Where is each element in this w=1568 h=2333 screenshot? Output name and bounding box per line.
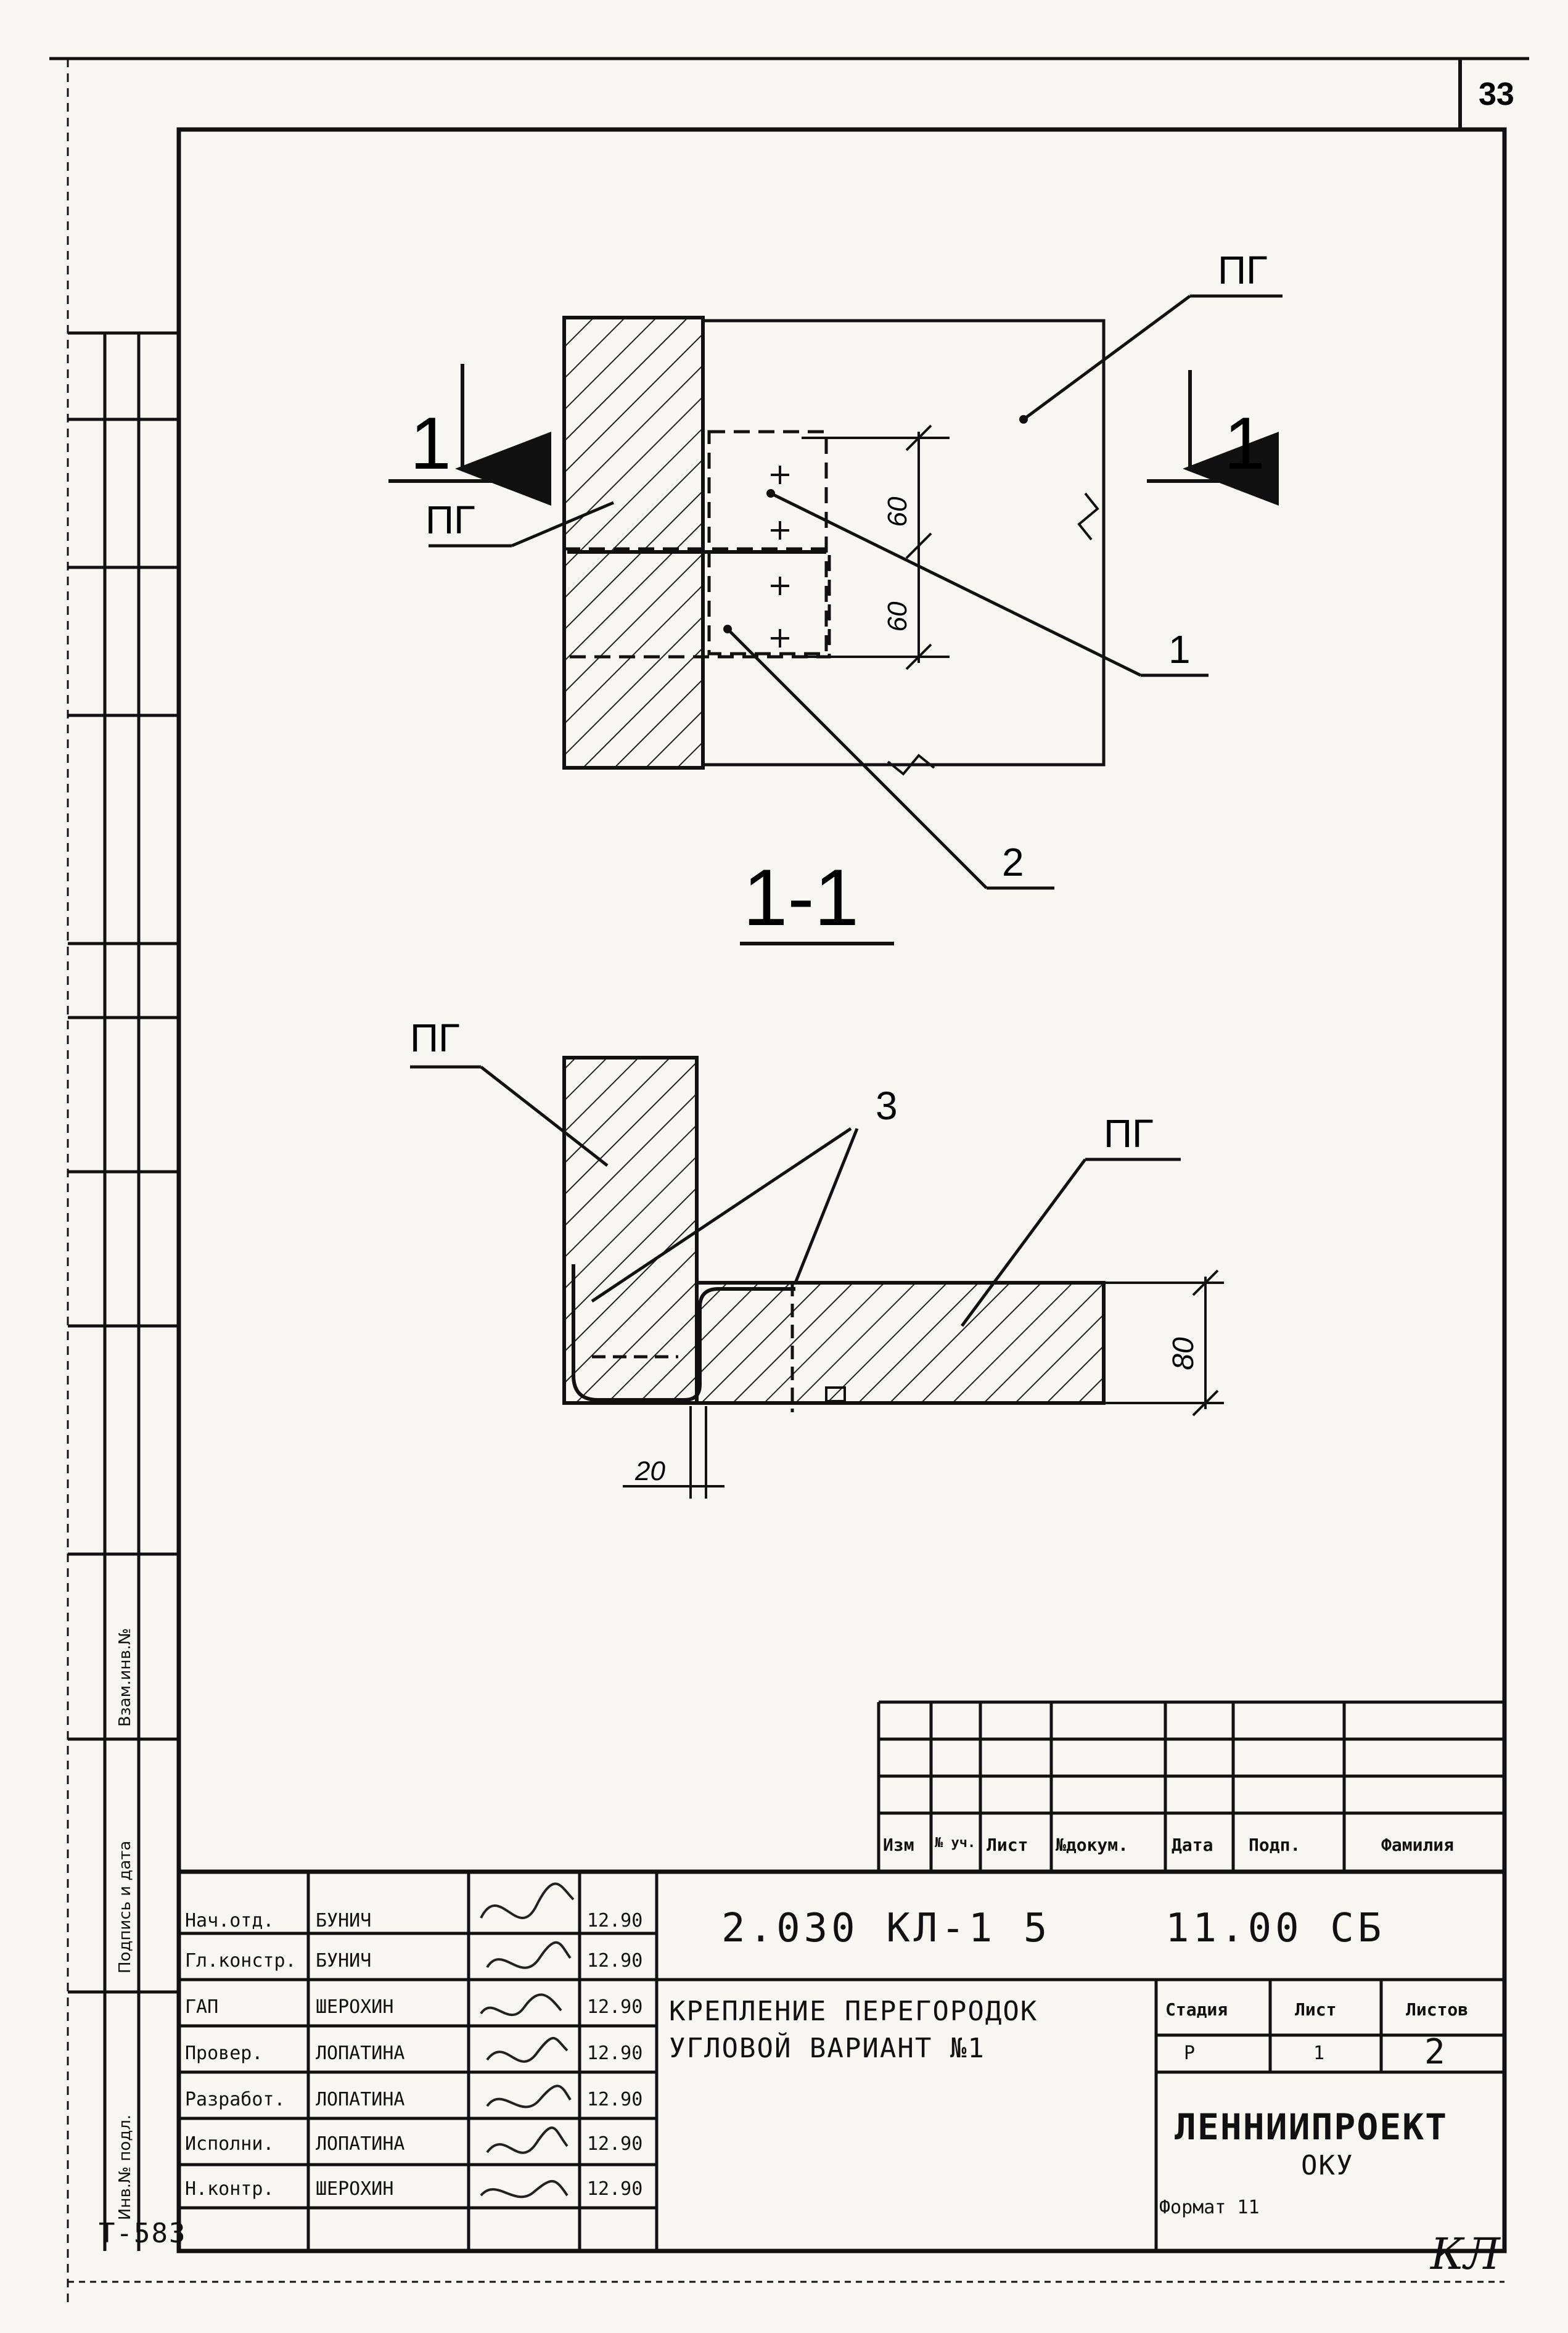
partition-plan xyxy=(701,319,1106,767)
document-title-line1: КРЕПЛЕНИЕ ПЕРЕГОРОДОК xyxy=(669,1996,1038,2027)
signer-date: 12.90 xyxy=(587,2133,643,2155)
stage-value: Р xyxy=(1184,2043,1196,2064)
signer-date: 12.90 xyxy=(587,2178,643,2200)
dimension-60 xyxy=(802,424,950,670)
signer-name: ЛОПАТИНА xyxy=(316,2133,405,2155)
wall-vertical-plan xyxy=(562,316,705,770)
leaders-plan xyxy=(429,294,1283,890)
section-mark-left-label: 1 xyxy=(410,402,451,485)
bracket-angle xyxy=(572,1264,795,1402)
signatures xyxy=(480,1882,575,2199)
change-table xyxy=(877,1700,1504,1874)
dimension-80 xyxy=(1104,1269,1224,1417)
change-header-surname: Фамилия xyxy=(1381,1835,1455,1855)
anchor-strip xyxy=(562,547,831,659)
side-stamp-sign-date: Подпись и дата xyxy=(116,1840,134,1973)
document-title-line2: УГЛОВОЙ ВАРИАНТ №1 xyxy=(669,2033,985,2064)
break-line-right xyxy=(1077,492,1099,541)
change-header-izm: Изм xyxy=(883,1835,914,1855)
sheet-number: 33 xyxy=(1479,76,1514,112)
plate-dashed xyxy=(707,430,828,656)
section-dashed xyxy=(592,1283,794,1412)
signer-name: БУНИЧ xyxy=(316,1910,372,1932)
title-block-grid xyxy=(179,1869,1504,2251)
signer-name: БУНИЧ xyxy=(316,1950,372,1972)
dim-60-upper: 60 xyxy=(882,496,913,527)
dimension-20 xyxy=(623,1406,724,1499)
label-pg-top-right: ПГ xyxy=(1218,248,1268,292)
signer-name: ЛОПАТИНА xyxy=(316,2043,405,2064)
signer-role: ГАП xyxy=(185,1996,219,2018)
signer-role: Нач.отд. xyxy=(185,1910,274,1932)
footer-format: Формат 11 xyxy=(1159,2197,1260,2218)
dim-60-lower: 60 xyxy=(882,601,913,632)
document-code-suffix: 11.00 СБ xyxy=(1165,1906,1385,1951)
sheet-frame xyxy=(49,57,1529,2306)
change-header-list: Лист xyxy=(987,1835,1028,1855)
footer-initials: КЛ xyxy=(1430,2229,1500,2279)
signer-name: ШЕРОХИН xyxy=(316,1996,394,2018)
organization-name: ЛЕННИИПРОЕКТ xyxy=(1175,2106,1448,2148)
sheet-value: 1 xyxy=(1313,2043,1325,2064)
signer-date: 12.90 xyxy=(587,1950,643,1972)
side-stamp-inv-orig: Инв.№ подл. xyxy=(116,2114,134,2220)
sheets-value: 2 xyxy=(1424,2032,1449,2072)
dim-20: 20 xyxy=(634,1456,665,1486)
label-pg-top-left: ПГ xyxy=(425,498,475,542)
signer-role: Н.контр. xyxy=(185,2178,274,2200)
side-stamp-replace-inv: Взам.инв.№ xyxy=(116,1628,134,1727)
signer-role: Исполни. xyxy=(185,2133,274,2155)
change-header-doc: №докум. xyxy=(1056,1835,1129,1855)
signer-role: Разработ. xyxy=(185,2089,285,2110)
signer-role: Гл.констр. xyxy=(185,1950,297,1972)
callout-3: 3 xyxy=(876,1084,898,1128)
change-header-date: Дата xyxy=(1172,1835,1213,1855)
sheets-label: Листов xyxy=(1406,1999,1469,2020)
section-mark-right xyxy=(1147,370,1279,506)
leaders-section xyxy=(410,1065,1181,1327)
dim-80: 80 xyxy=(1167,1337,1200,1370)
signer-date: 12.90 xyxy=(587,1996,643,2018)
callout-1: 1 xyxy=(1168,627,1191,672)
organization-dept: ОКУ xyxy=(1301,2150,1354,2181)
signer-name: ШЕРОХИН xyxy=(316,2178,394,2200)
sheet-label: Лист xyxy=(1295,1999,1337,2020)
signer-name: ЛОПАТИНА xyxy=(316,2089,405,2110)
document-code: 2.030 КЛ-1 5 xyxy=(721,1906,1051,1951)
signer-role: Провер. xyxy=(185,2043,263,2064)
change-header-uch: № уч. xyxy=(935,1835,976,1851)
label-pg-section-left: ПГ xyxy=(410,1016,460,1060)
signer-date: 12.90 xyxy=(587,2089,643,2110)
section-mark-right-label: 1 xyxy=(1224,402,1265,485)
break-line-bottom xyxy=(887,754,935,776)
section-view: 80 20 ПГ ПГ 3 xyxy=(410,1016,1224,1499)
change-header-sign: Подп. xyxy=(1249,1835,1301,1855)
plus-marks xyxy=(771,466,789,648)
plan-view: 60 60 1 1 ПГ ПГ 1 2 xyxy=(388,248,1283,890)
section-title: 1-1 xyxy=(743,852,859,942)
stage-label: Стадия xyxy=(1165,1999,1228,2020)
callout-2: 2 xyxy=(1002,840,1024,884)
signer-date: 12.90 xyxy=(587,1910,643,1932)
side-stamp xyxy=(68,331,179,2251)
wall-horizontal-section xyxy=(695,1281,1106,1405)
wall-vertical-section xyxy=(562,1056,699,1405)
signer-date: 12.90 xyxy=(587,2043,643,2064)
footer-code: Т-583 xyxy=(99,2218,187,2249)
label-pg-section-right: ПГ xyxy=(1104,1111,1154,1156)
section-mark-left xyxy=(388,364,551,506)
